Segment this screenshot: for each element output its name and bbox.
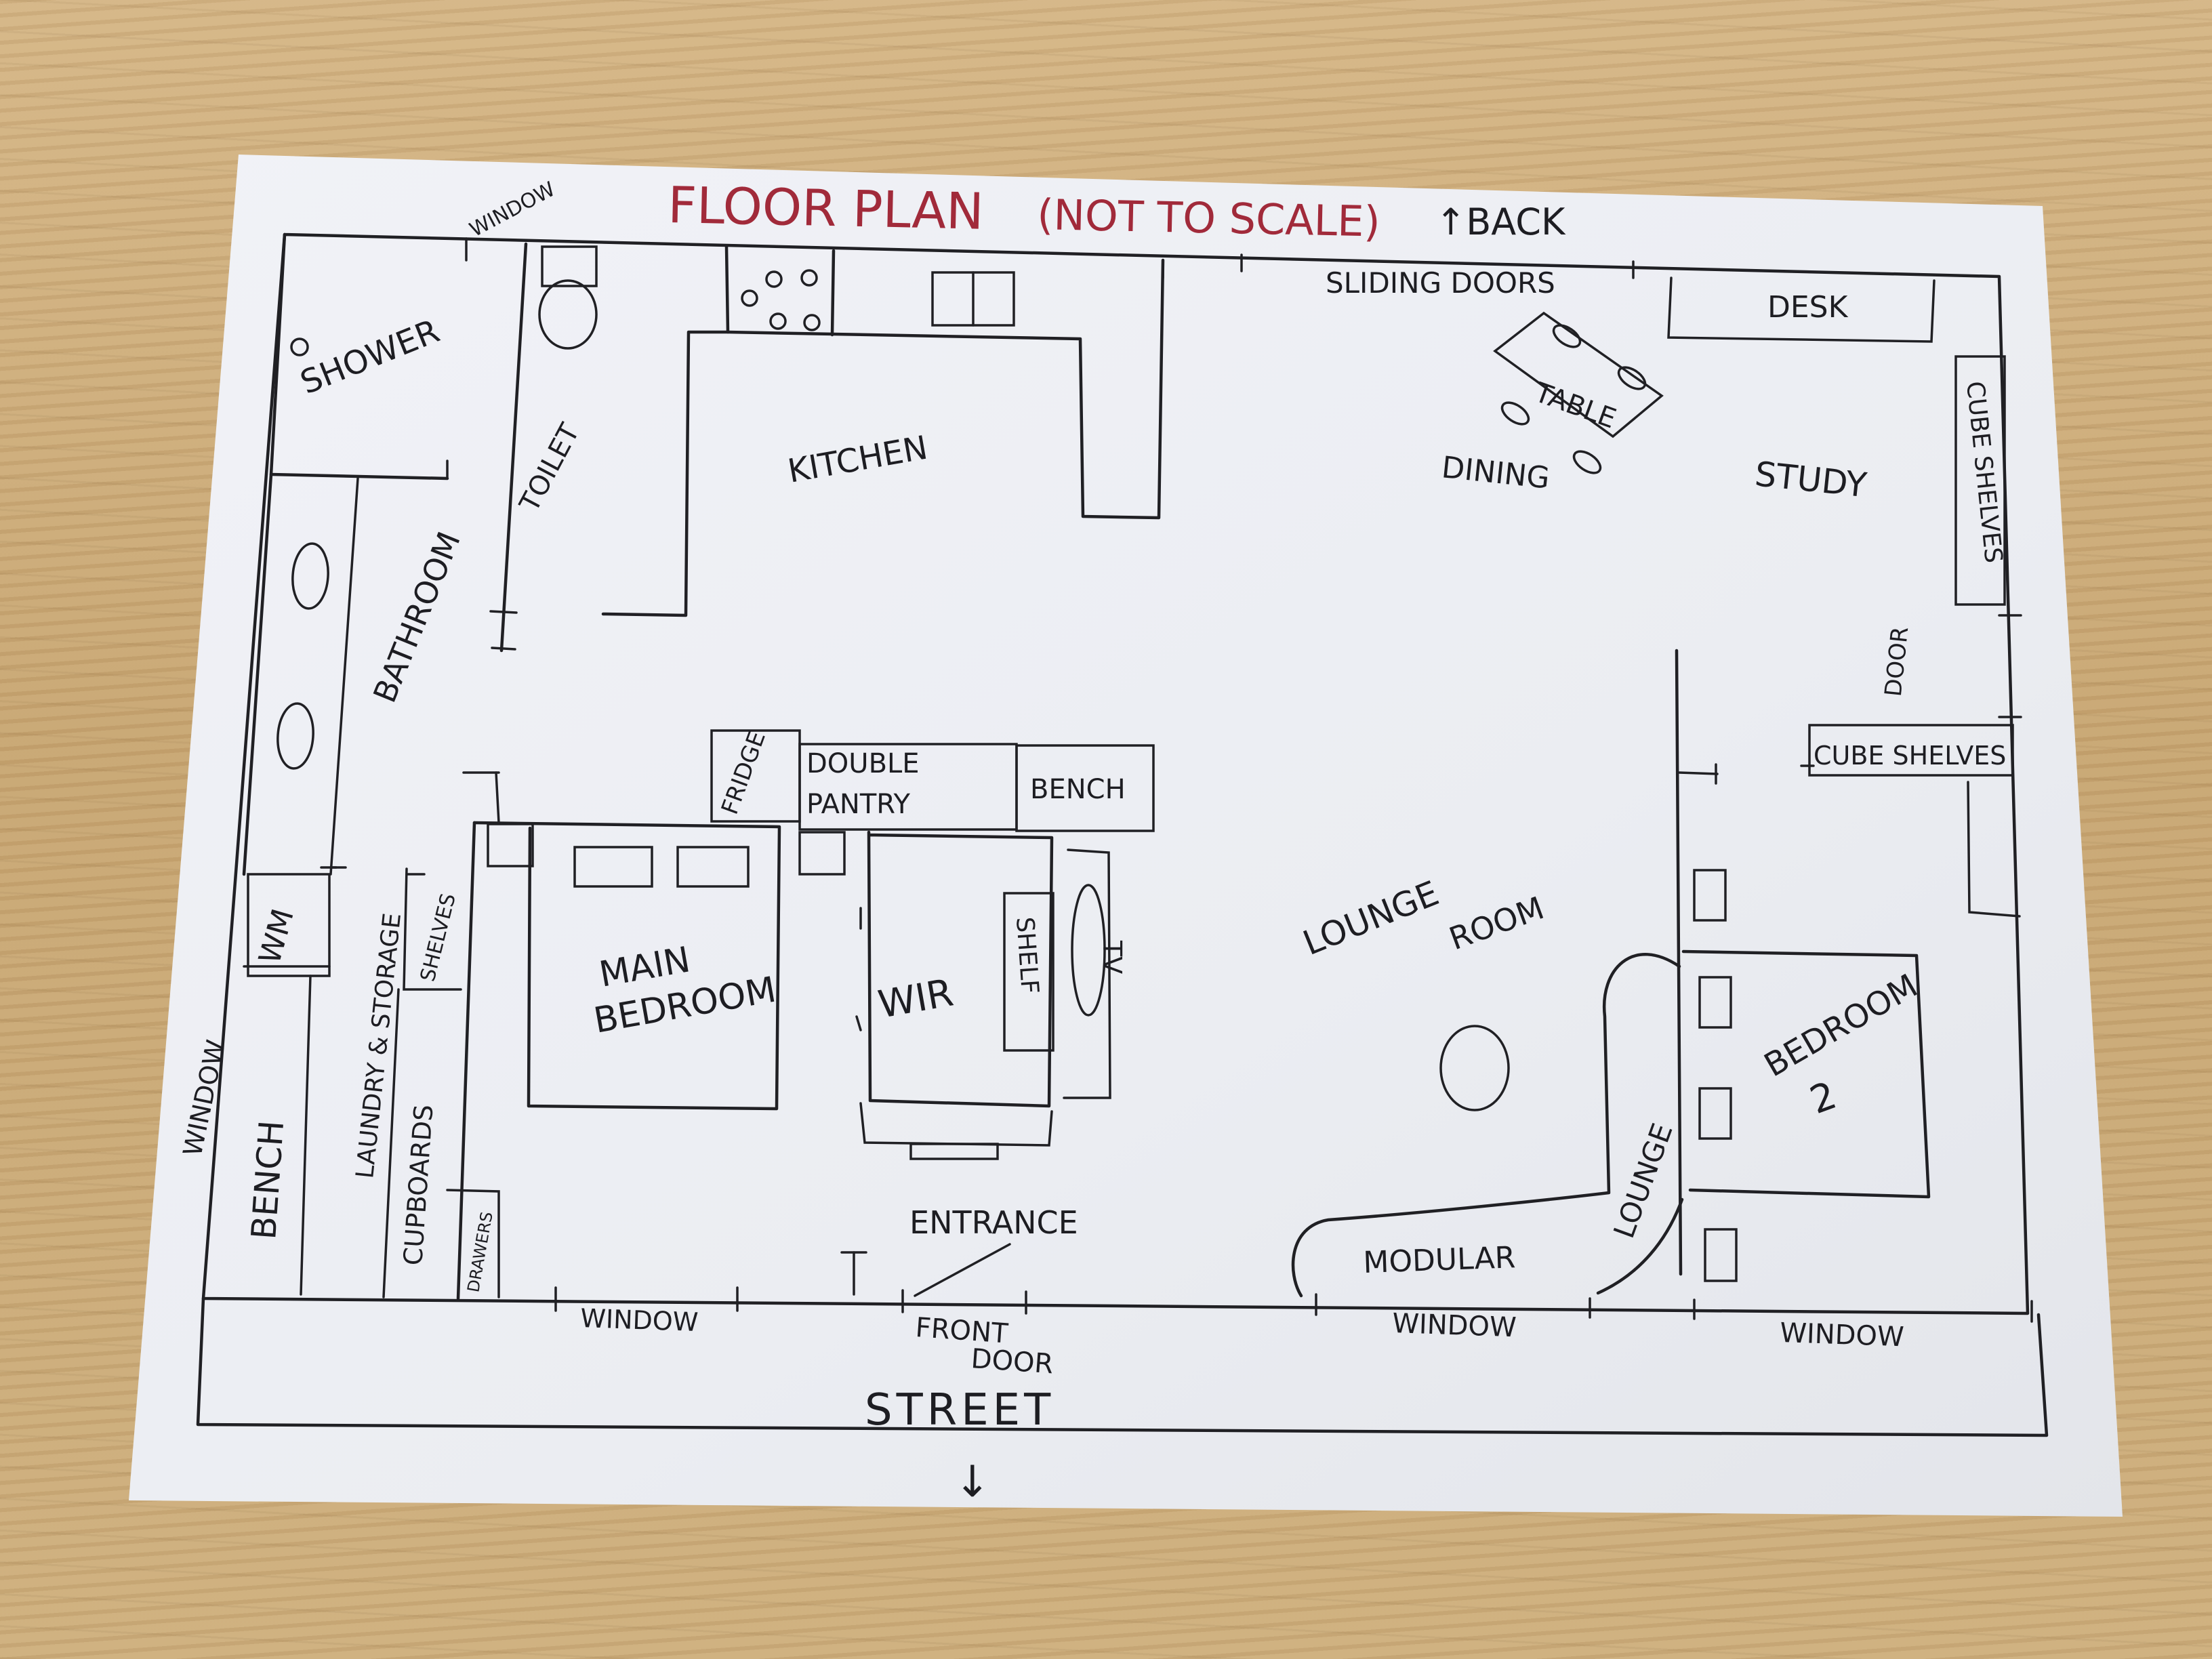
dining-table	[1493, 311, 1664, 474]
entrance-label: ENTRANCE	[909, 1204, 1078, 1241]
pantry-row	[710, 729, 1155, 832]
cube-shelves-mid-label: CUBE SHELVES	[1814, 741, 2006, 771]
front-door-label: DOOR	[970, 1343, 1054, 1380]
laundry-storage	[243, 821, 500, 1300]
study	[1667, 276, 2006, 1276]
window-bottom-2-label: WINDOW	[1392, 1308, 1517, 1343]
window-bottom-1-label: WINDOW	[580, 1303, 699, 1337]
bedroom-2	[1681, 724, 2021, 1282]
toilet	[489, 242, 598, 653]
modular-lounge	[1291, 952, 1684, 1298]
plan-subtitle: (NOT TO SCALE)	[1037, 190, 1381, 247]
bench-laundry-label: BENCH	[244, 1119, 291, 1240]
pantry-label: PANTRY	[806, 789, 911, 820]
front-label: FRONT	[914, 1312, 1009, 1349]
paper-sheet	[129, 155, 2123, 1517]
street-label: STREET	[865, 1385, 1054, 1435]
bathroom	[242, 472, 359, 876]
modular-label: MODULAR	[1363, 1240, 1517, 1280]
front-wall-details	[554, 1243, 2033, 1323]
street-arrow: ↓	[954, 1457, 991, 1507]
back-label: ↑BACK	[1435, 201, 1566, 243]
kitchen	[601, 245, 1165, 617]
tv-label: TV	[1097, 940, 1127, 974]
walk-in-robe	[855, 830, 1111, 1160]
outer-walls	[196, 232, 2049, 1437]
sliding-doors-label: SLIDING DOORS	[1326, 266, 1555, 300]
double-label: DOUBLE	[806, 748, 920, 779]
shelf-label: SHELF	[1010, 916, 1044, 995]
bench-kitchen-label: BENCH	[1030, 774, 1126, 805]
window-bottom-3-label: WINDOW	[1780, 1317, 1905, 1353]
desk-label: DESK	[1767, 290, 1849, 325]
main-bedroom	[462, 771, 846, 1111]
plan-title: FLOOR PLAN	[668, 176, 985, 241]
